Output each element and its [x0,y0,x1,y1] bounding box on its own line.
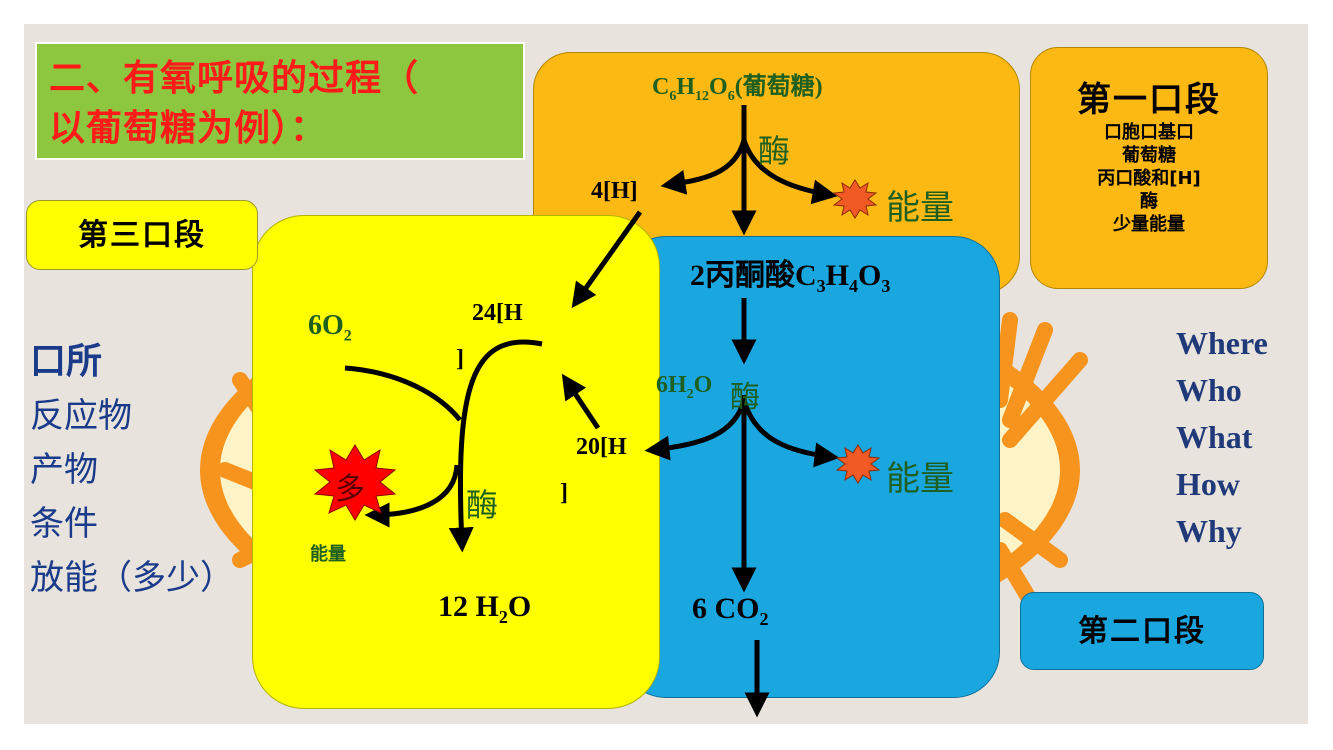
water6-prefix: 6H [656,372,687,398]
water6-o: O [693,372,713,398]
stage1-arrows [660,105,838,236]
oxygen-sub: 2 [343,327,352,345]
energy-burst-1 [832,179,878,219]
stage3-arrows [344,210,643,553]
wh-question-list: Where Who What How Why [1176,320,1268,555]
to-energy2-arrow [741,399,840,468]
energy-burst-large [313,444,397,521]
to-20h-arrow [644,399,747,461]
pyruvate-sub3: 3 [881,276,891,296]
h4-label: 4[H] [591,178,638,204]
glucose-c: C [652,74,670,100]
to-4h-arrow [660,139,747,195]
title-line-1: 二、有氧呼吸的过程（ [49,58,420,99]
many-label: 多 [335,472,365,507]
to-water-arrow [448,339,543,553]
wh-why: Why [1176,513,1242,549]
wh-what: What [1176,419,1253,455]
question-condition: 条件 [30,504,98,544]
co2-label: 6 CO2 [692,592,769,630]
4h-to-24h-arrow [571,210,643,309]
oxygen-prefix: 6O [308,310,344,341]
oxygen-join-line [344,365,462,422]
20h-to-24h-arrow [561,373,601,430]
stage2-arrows [644,298,840,718]
mitochondrion-cristae [217,312,1088,608]
stage1-card-title: 第一口段 [1077,80,1221,120]
co2-sub: 2 [759,609,769,629]
h24-label-line2: ] [456,346,464,372]
pyruvate-sub1: 3 [816,276,826,296]
energy-label-1: 能量 [886,188,954,228]
stage3-card: 第三口段 [26,200,258,270]
oxygen-label: 6O2 [308,310,352,346]
question-energy: 放能（多少） [30,558,234,598]
page-title: 二、有氧呼吸的过程（ 以葡萄糖为例）： [35,42,525,160]
glucose-sub2: 12 [695,88,710,104]
water12-prefix: 12 H [438,590,499,623]
pyruvate-sub2: 4 [849,276,859,296]
enzyme-label-3: 酶 [466,486,499,524]
title-line-2: 以葡萄糖为例）： [49,108,328,149]
energy-label-3: 能量 [310,544,346,565]
glucose-h: H [676,74,696,100]
pyruvate-label: 2丙酮酸C3H4O3 [690,250,890,297]
energy-label-2: 能量 [886,459,954,499]
energy-burst-2 [835,444,881,484]
stage1-card-energy: 少量能量 [1113,214,1185,235]
water12-sub: 2 [498,607,508,627]
stage1-card-location: 口胞口基口 [1104,122,1194,143]
question-location: 口所 [30,341,103,382]
to-energy3-arrow [364,464,460,528]
water12-label: 12 H2O [438,590,531,628]
glucose-sub3: 6 [727,88,735,104]
stage2-card: 第二口段 [1020,592,1264,670]
stage1-card-reactant: 葡萄糖 [1122,145,1176,166]
wh-who: Who [1176,372,1242,408]
glucose-o: O [709,74,728,100]
stage1-card-product: 丙口酸和[H] [1097,168,1201,189]
stage1-card-condition: 酶 [1140,191,1158,212]
pyruvate-h: H [825,259,850,292]
wh-how: How [1176,466,1240,502]
pyruvate-o: O [858,259,882,292]
water12-o: O [507,590,532,623]
glucose-sub1: 6 [669,88,677,104]
h20-label-line2: ] [560,480,568,506]
question-list: 口所 反应物 产物 条件 放能（多少） [30,335,234,605]
pyruvate-prefix: 2丙酮酸C [690,259,817,292]
question-reactant: 反应物 [30,396,132,436]
glucose-name: (葡萄糖) [734,74,823,100]
glucose-label: C6H12O6(葡萄糖) [652,66,823,105]
enzyme-label-2: 酶 [730,380,760,415]
stage1-card: 第一口段 口胞口基口 葡萄糖 丙口酸和[H] 酶 少量能量 [1030,47,1268,289]
wh-where: Where [1176,325,1268,361]
h20-label-line1: 20[H [576,434,627,460]
to-energy1-arrow [741,139,838,205]
co2-prefix: 6 CO [692,592,760,625]
water6-label: 6H2O [656,372,712,403]
question-product: 产物 [30,450,98,490]
enzyme-label-1: 酶 [758,132,791,170]
water6-sub: 2 [686,386,694,402]
h24-label-line1: 24[H [472,300,523,326]
